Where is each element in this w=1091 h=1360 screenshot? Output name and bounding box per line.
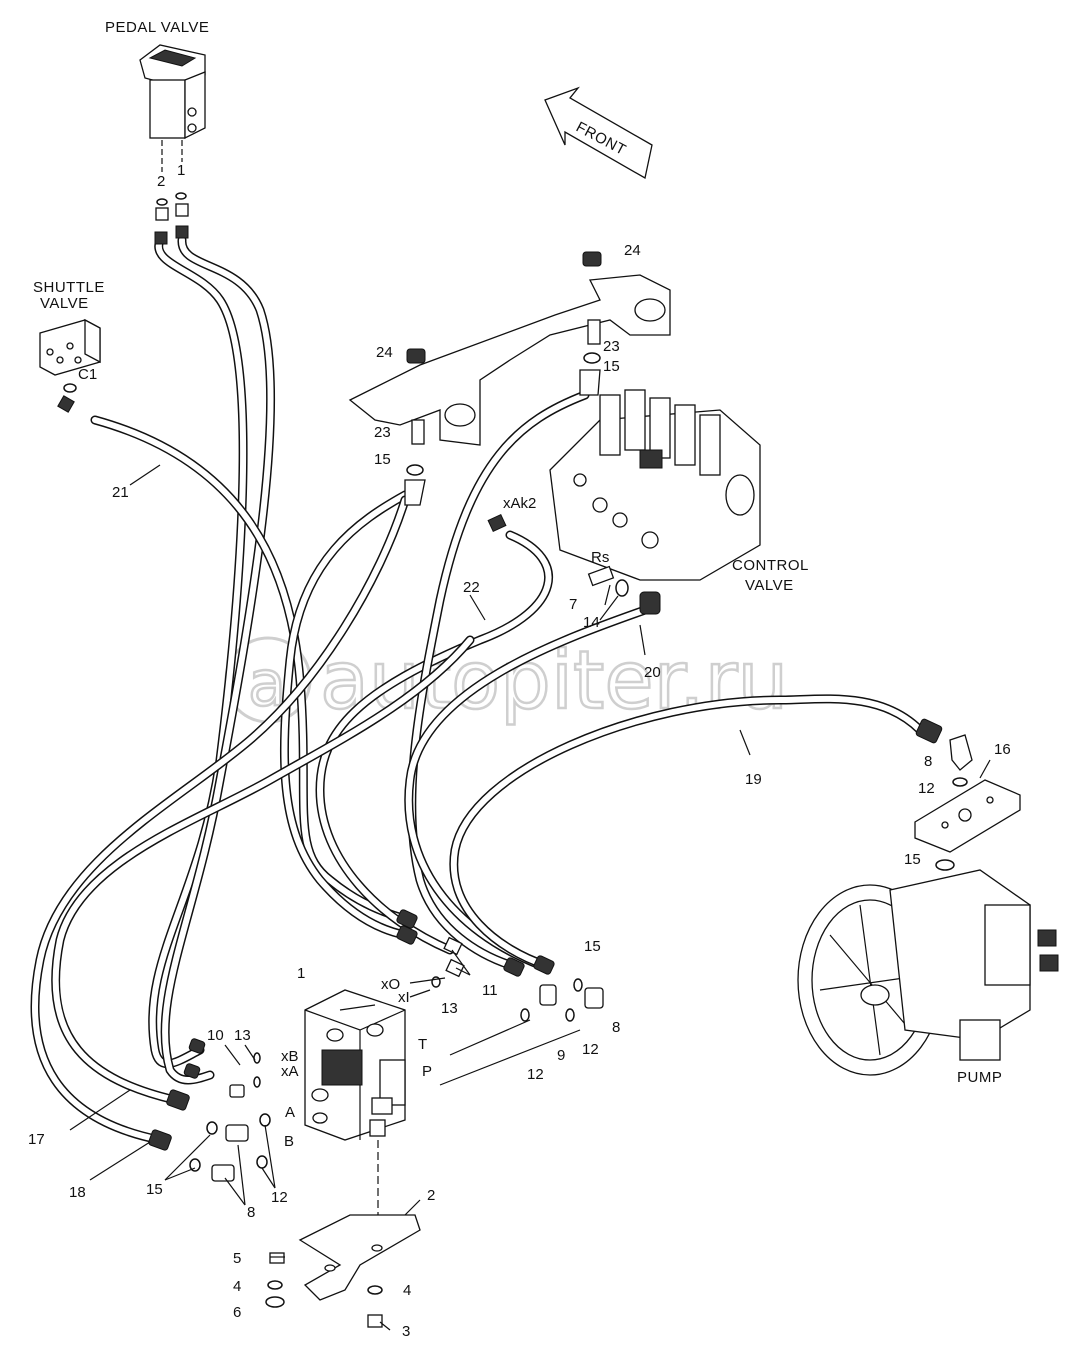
callout-8-bot: 8 — [247, 1204, 255, 1221]
callout-10: 10 — [207, 1027, 224, 1044]
hose-20 — [404, 605, 650, 970]
hose-pedal-2 — [160, 235, 276, 1085]
port-xo: xO — [381, 976, 400, 993]
callout-12-mid: 12 — [582, 1041, 599, 1058]
callout-24-right: 24 — [624, 242, 641, 259]
pump-label: PUMP — [957, 1069, 1002, 1086]
callout-8-mid: 8 — [612, 1019, 620, 1036]
hose-17 — [51, 635, 475, 1105]
hose-pedal-1 — [148, 235, 248, 1069]
callout-3: 3 — [402, 1323, 410, 1340]
hoses — [30, 235, 925, 1145]
control-valve-label-1: CONTROL — [732, 557, 809, 574]
port-p: P — [422, 1063, 432, 1080]
callout-2-pedal: 2 — [157, 173, 165, 190]
manifold-16 — [914, 718, 1021, 871]
pump — [797, 869, 1059, 1076]
pedal-valve — [139, 44, 206, 245]
callout-11: 11 — [482, 982, 498, 999]
callout-23-left: 23 — [374, 424, 391, 441]
callout-15-pump: 15 — [904, 851, 921, 868]
hose-21 — [90, 415, 415, 925]
pedal-valve-label: PEDAL VALVE — [105, 19, 209, 36]
port-a: A — [285, 1104, 295, 1121]
callout-8-pump: 8 — [924, 753, 932, 770]
callout-23-right: 23 — [603, 338, 620, 355]
shuttle-valve — [39, 318, 101, 413]
hose-18 — [30, 495, 410, 1145]
callout-13-top: 13 — [441, 1000, 458, 1017]
port-t: T — [418, 1036, 427, 1053]
port-xak2: xAk2 — [503, 495, 536, 512]
callout-14: 14 — [583, 614, 600, 631]
callout-21: 21 — [112, 484, 129, 501]
leader-lines — [69, 464, 991, 1331]
control-valve — [487, 389, 761, 615]
callout-12-pump: 12 — [918, 780, 935, 797]
front-arrow: FRONT — [544, 86, 653, 180]
callout-15-right: 15 — [603, 358, 620, 375]
callout-7: 7 — [569, 596, 577, 613]
callout-2-bracket: 2 — [427, 1187, 435, 1204]
shuttle-valve-label-1: SHUTTLE — [33, 279, 105, 296]
callout-12-bot: 12 — [271, 1189, 288, 1206]
callout-17: 17 — [28, 1131, 45, 1148]
fittings-mid — [148, 909, 604, 1182]
callout-4-right: 4 — [403, 1282, 411, 1299]
callout-22: 22 — [463, 579, 480, 596]
callout-24-left: 24 — [376, 344, 393, 361]
callout-20: 20 — [644, 664, 661, 681]
control-valve-bracket — [348, 251, 671, 506]
hose-19 — [449, 694, 925, 970]
mounting-bracket-2 — [265, 1214, 421, 1328]
hose-control-right — [407, 390, 590, 970]
callout-13-left: 13 — [234, 1027, 251, 1044]
port-c1: C1 — [78, 366, 97, 383]
callout-18: 18 — [69, 1184, 86, 1201]
callout-15-mid: 15 — [584, 938, 601, 955]
callout-16: 16 — [994, 741, 1011, 758]
port-xi: xI — [398, 989, 410, 1006]
callout-5: 5 — [233, 1250, 241, 1267]
shuttle-valve-label-2: VALVE — [40, 295, 89, 312]
labels: PEDAL VALVE SHUTTLE VALVE CONTROL VALVE … — [28, 19, 1011, 1340]
callout-19: 19 — [745, 771, 762, 788]
port-b: B — [284, 1133, 294, 1150]
callout-9: 9 — [557, 1047, 565, 1064]
callout-15-left: 15 — [374, 451, 391, 468]
hose-22 — [279, 490, 410, 940]
port-xa: xA — [281, 1063, 299, 1080]
port-rs: Rs — [591, 549, 609, 566]
callout-15-bot: 15 — [146, 1181, 163, 1198]
control-valve-label-2: VALVE — [745, 577, 794, 594]
callout-6: 6 — [233, 1304, 241, 1321]
callout-1-block: 1 — [297, 965, 305, 982]
callout-1-pedal: 1 — [177, 162, 185, 179]
callout-12-mid2: 12 — [527, 1066, 544, 1083]
hose-xak2 — [315, 530, 553, 955]
valve-block-1 — [304, 989, 406, 1240]
callout-4-left: 4 — [233, 1278, 241, 1295]
port-xb: xB — [281, 1048, 299, 1065]
